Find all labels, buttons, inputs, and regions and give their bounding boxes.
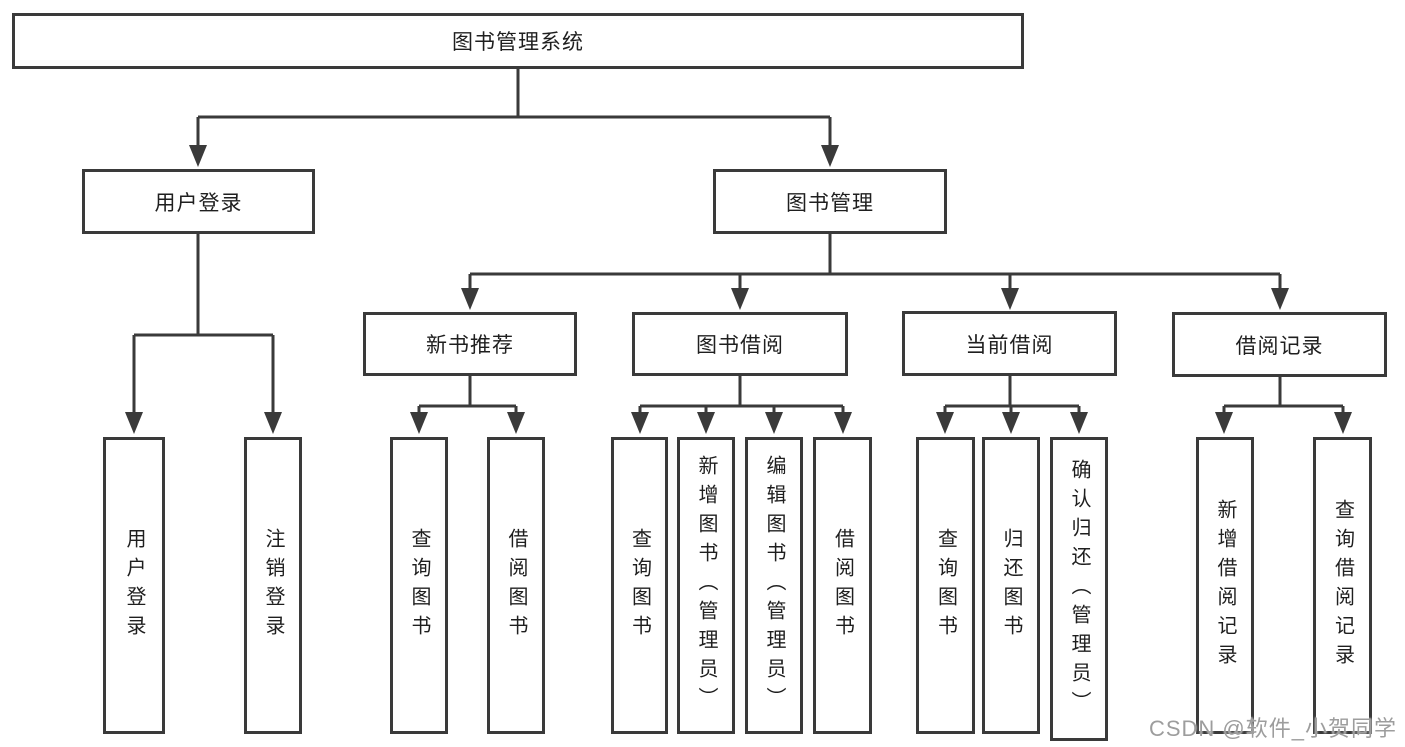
leaf-add-books-admin: 新增图书（管理员） (677, 437, 735, 734)
leaf-query-books-borrowing-label: 查询图书 (628, 527, 651, 644)
node-new-book-recommendation: 新书推荐 (363, 312, 577, 376)
node-root: 图书管理系统 (12, 13, 1024, 69)
node-new-book-recommendation-label: 新书推荐 (426, 334, 514, 357)
leaf-add-books-admin-label: 新增图书（管理员） (695, 455, 717, 716)
watermark: CSDN @软件_小贺同学 (1148, 716, 1397, 741)
leaf-query-books-current-label: 查询图书 (934, 527, 957, 644)
leaf-query-borrow-record-label: 查询借阅记录 (1331, 498, 1354, 673)
leaf-logout-label: 注销登录 (262, 527, 284, 644)
leaf-add-borrow-record: 新增借阅记录 (1196, 437, 1254, 734)
leaf-user-login-label: 用户登录 (123, 527, 145, 644)
node-user-login-label: 用户登录 (154, 191, 243, 215)
leaf-query-books-recommend: 查询图书 (390, 437, 448, 734)
leaf-confirm-return-admin-label: 确认归还（管理员） (1068, 458, 1090, 720)
node-current-borrowing-label: 当前借阅 (965, 333, 1054, 357)
node-book-management: 图书管理 (713, 169, 947, 234)
leaf-borrow-books-recommend-label: 借阅图书 (505, 527, 527, 644)
leaf-user-login: 用户登录 (103, 437, 165, 734)
leaf-query-books-current: 查询图书 (916, 437, 975, 734)
leaf-return-books-label: 归还图书 (1000, 527, 1022, 644)
node-book-borrowing: 图书借阅 (632, 312, 848, 376)
leaf-edit-books-admin-label: 编辑图书（管理员） (763, 455, 785, 716)
leaf-confirm-return-admin: 确认归还（管理员） (1050, 437, 1108, 741)
node-book-borrowing-label: 图书借阅 (696, 334, 784, 357)
leaf-query-books-borrowing: 查询图书 (611, 437, 668, 734)
node-borrowing-records: 借阅记录 (1172, 312, 1387, 377)
leaf-add-borrow-record-label: 新增借阅记录 (1214, 498, 1236, 673)
node-current-borrowing: 当前借阅 (902, 311, 1117, 376)
node-book-management-label: 图书管理 (786, 191, 874, 215)
arrowheads (125, 145, 1352, 434)
leaf-logout: 注销登录 (244, 437, 302, 734)
leaf-borrow-books-borrowing-label: 借阅图书 (831, 527, 854, 644)
node-user-login: 用户登录 (82, 169, 315, 234)
node-borrowing-records-label: 借阅记录 (1235, 334, 1324, 358)
leaf-borrow-books-recommend: 借阅图书 (487, 437, 545, 734)
leaf-query-borrow-record: 查询借阅记录 (1313, 437, 1372, 734)
leaf-edit-books-admin: 编辑图书（管理员） (745, 437, 803, 734)
leaf-query-books-recommend-label: 查询图书 (408, 527, 430, 644)
leaf-borrow-books-borrowing: 借阅图书 (813, 437, 872, 734)
leaf-return-books: 归还图书 (982, 437, 1040, 734)
node-root-label: 图书管理系统 (452, 31, 584, 54)
